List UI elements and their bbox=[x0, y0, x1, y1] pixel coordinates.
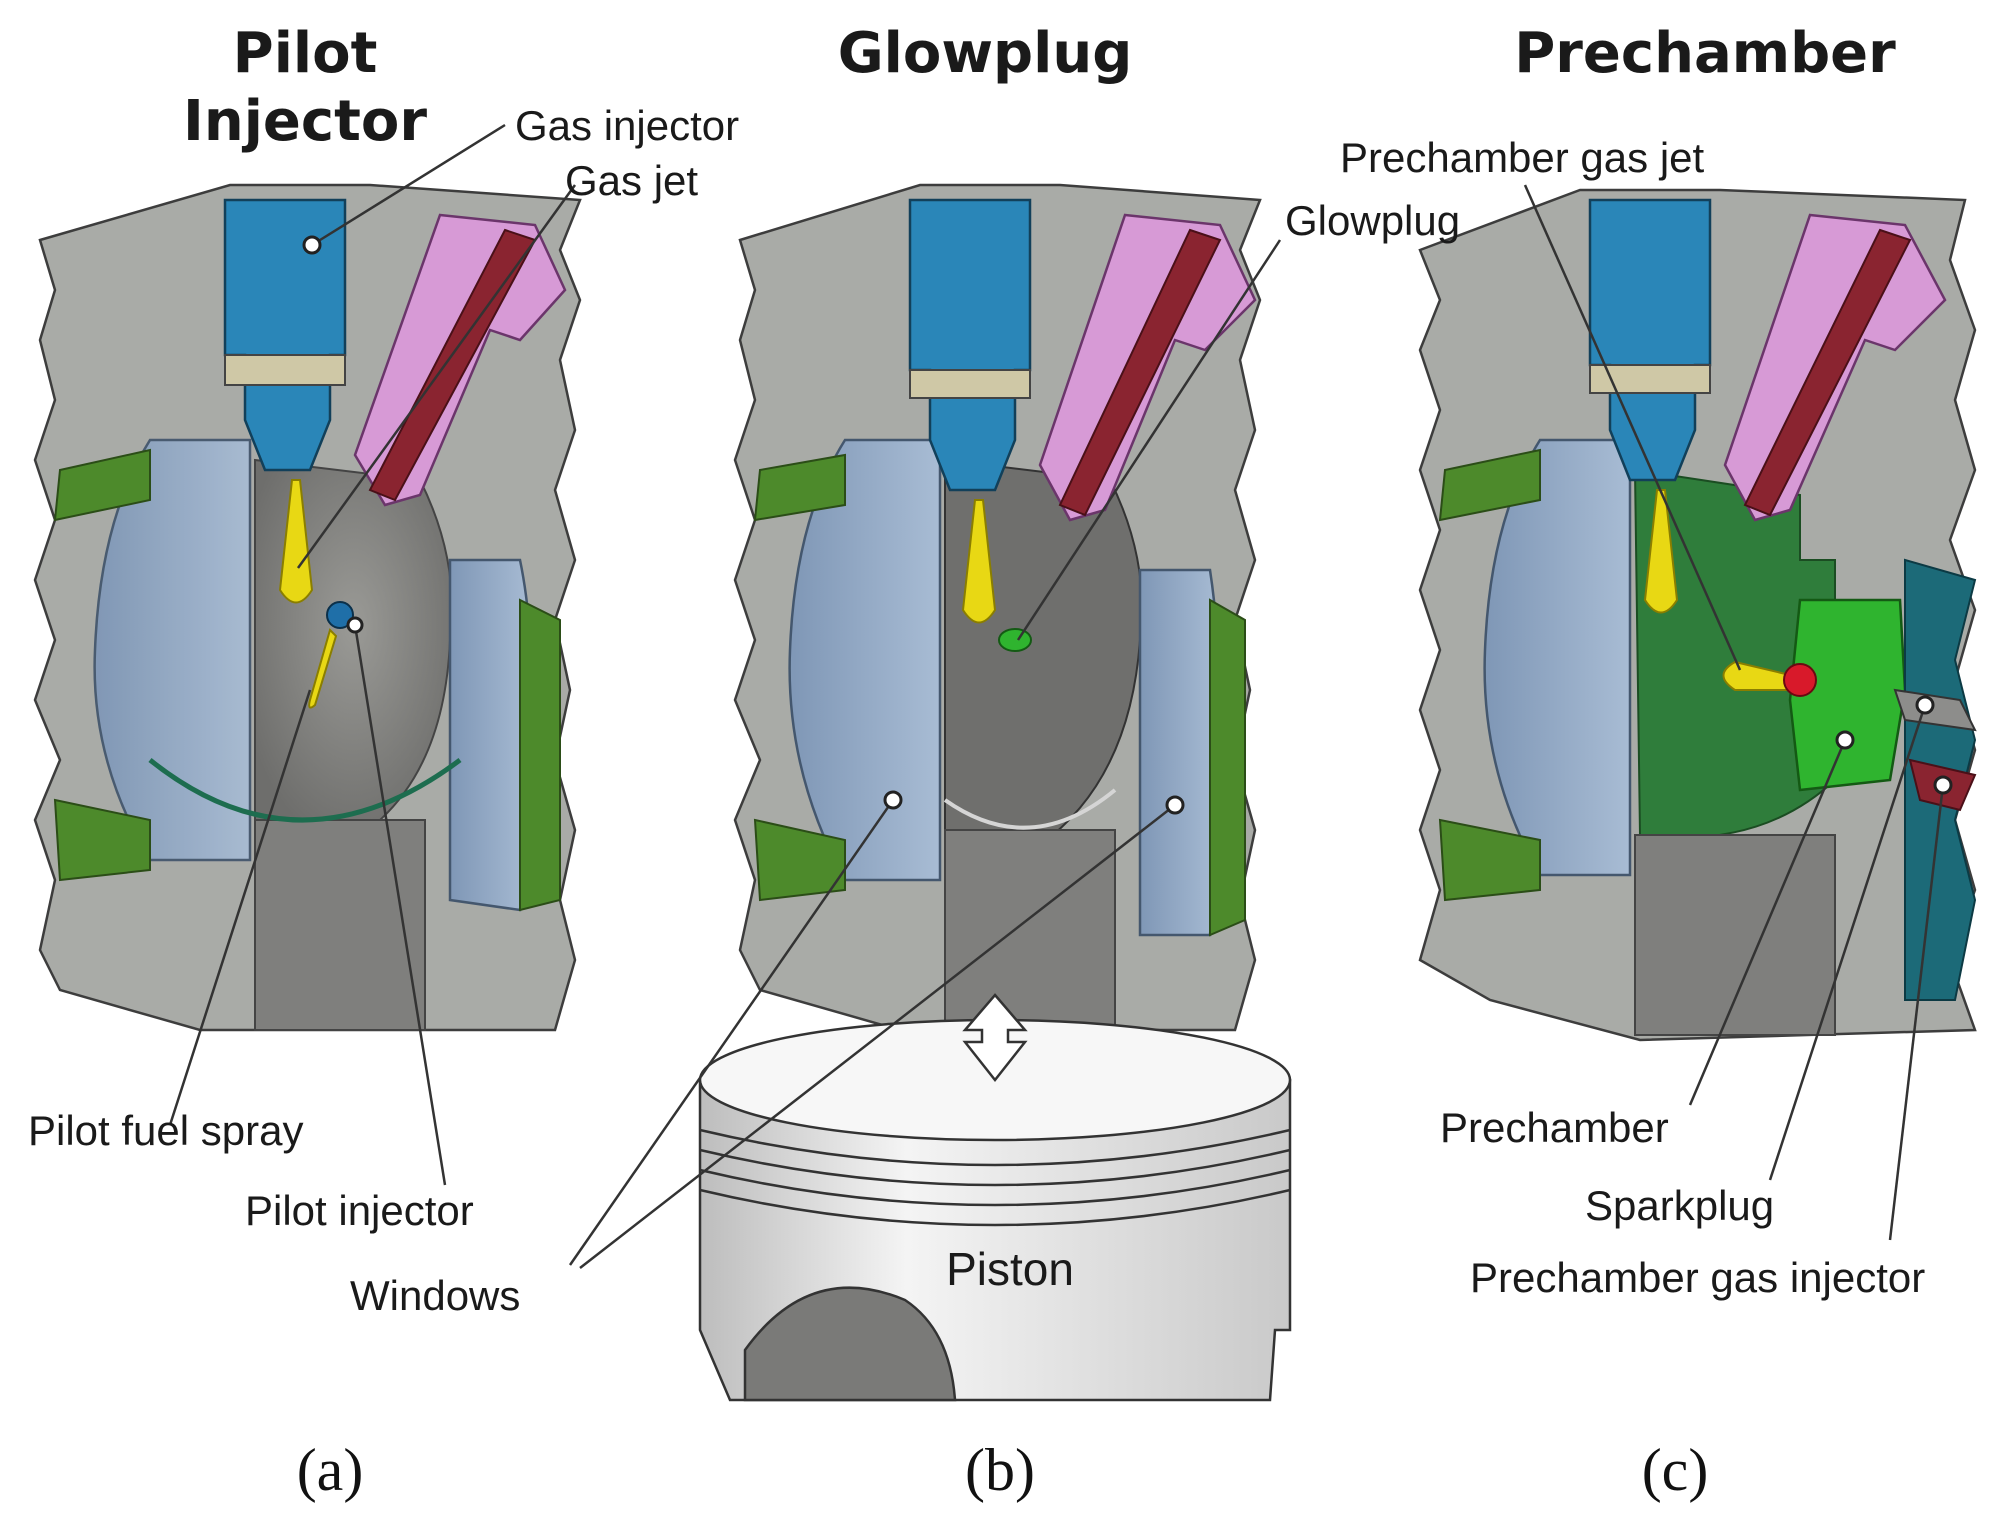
prechamber-gas-jet-plume bbox=[1722, 660, 1797, 691]
piston-ring-3 bbox=[699, 1168, 1291, 1207]
gas-jet-plume bbox=[1643, 489, 1679, 614]
gas-jet-plume bbox=[278, 479, 314, 604]
piston-ring-4 bbox=[699, 1188, 1291, 1227]
chamber-column bbox=[944, 829, 1116, 1031]
glowplug-tip bbox=[998, 628, 1032, 652]
chamber-column bbox=[254, 819, 426, 1031]
label-sparkplug: Sparkplug bbox=[1585, 1182, 1774, 1229]
window-seal-ring bbox=[148, 757, 462, 823]
panel-a-label: (a) bbox=[297, 1437, 364, 1503]
panel-c-title: Prechamber bbox=[1514, 21, 1896, 86]
piston-ring-1 bbox=[699, 1128, 1291, 1167]
gasket-right bbox=[1209, 598, 1246, 937]
panel-b-leaders bbox=[568, 239, 1282, 1269]
panel-a-title-line1: Pilot bbox=[233, 21, 378, 86]
pilot-fuel-spray-plume bbox=[308, 628, 338, 709]
pilot-injector-nozzle bbox=[326, 601, 354, 629]
prechamber-nozzle bbox=[1783, 663, 1817, 697]
chamber-column bbox=[1634, 834, 1836, 1036]
label-pilot-injector: Pilot injector bbox=[245, 1187, 474, 1234]
label-gas-injector: Gas injector bbox=[515, 102, 739, 149]
label-glowplug: Glowplug bbox=[1285, 197, 1460, 244]
gasket-left-bottom bbox=[1438, 818, 1541, 902]
gasket-right bbox=[519, 598, 561, 912]
panel-c-label: (c) bbox=[1642, 1437, 1709, 1503]
injector-clamp bbox=[909, 369, 1031, 399]
sparkplug-body bbox=[1893, 688, 1977, 732]
panel-b-label: (b) bbox=[965, 1437, 1035, 1503]
label-prechamber-gas-jet: Prechamber gas jet bbox=[1340, 134, 1705, 181]
gasket-left-bottom bbox=[53, 798, 151, 882]
gasket-left-bottom bbox=[753, 818, 846, 902]
gasket-left-top bbox=[1438, 448, 1541, 522]
label-piston: Piston bbox=[946, 1243, 1074, 1295]
panel-b-illustration bbox=[733, 183, 1262, 1032]
window-right bbox=[1138, 568, 1222, 937]
label-prechamber: Prechamber bbox=[1440, 1104, 1669, 1151]
panel-a-illustration bbox=[33, 183, 582, 1032]
gasket-left-top bbox=[53, 448, 151, 522]
piston-pin-cutout bbox=[743, 1286, 957, 1402]
panel-a-leaders bbox=[168, 123, 577, 1186]
label-windows: Windows bbox=[350, 1272, 520, 1319]
gasket-left-top bbox=[753, 453, 846, 522]
panel-a-title-line2: Injector bbox=[183, 89, 427, 154]
gas-jet-plume bbox=[961, 499, 997, 624]
prechamber-body bbox=[1788, 598, 1907, 792]
glowplug-holder-maroon bbox=[1058, 228, 1222, 517]
panel-c-illustration bbox=[1418, 188, 1977, 1042]
panel-c-leaders bbox=[1523, 184, 1953, 1241]
panel-b-title: Glowplug bbox=[838, 21, 1133, 86]
label-prechamber-gas-injector: Prechamber gas injector bbox=[1470, 1254, 1925, 1301]
label-gas-jet: Gas jet bbox=[565, 157, 698, 204]
injector-clamp bbox=[224, 354, 346, 386]
piston-ring-2 bbox=[699, 1148, 1291, 1187]
piston-crown-arc bbox=[943, 788, 1117, 830]
double-arrow-icon bbox=[962, 993, 1028, 1083]
pilot-injector-maroon bbox=[1743, 228, 1912, 517]
label-pilot-fuel-spray: Pilot fuel spray bbox=[28, 1107, 303, 1154]
